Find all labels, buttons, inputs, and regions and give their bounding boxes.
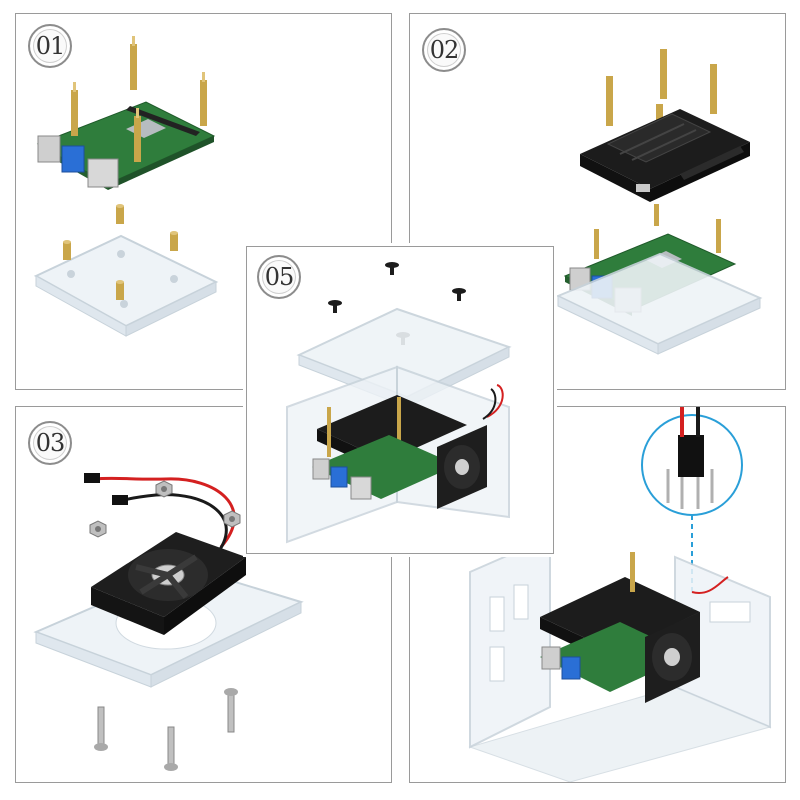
acrylic-plate-icon (555, 252, 763, 355)
step-03-number: 03 (35, 429, 66, 457)
step-01-number: 01 (35, 32, 66, 60)
step-02-number: 02 (429, 36, 460, 64)
step-01-panel: 01 (15, 13, 392, 390)
step-05-panel: 05 (246, 246, 554, 554)
step-03-illustration (33, 473, 304, 771)
step-03-badge: 03 (28, 421, 72, 465)
fan-icon (645, 612, 700, 703)
step-05-badge: 05 (257, 255, 301, 299)
brass-standoff-icon (594, 204, 721, 259)
step-05-number: 05 (264, 263, 295, 291)
raspberry-pi-board-icon (36, 101, 216, 190)
screw-icon (94, 688, 238, 771)
acrylic-plate-icon (33, 234, 219, 337)
step-01-illustration (33, 36, 219, 337)
brass-standoff-icon (71, 36, 207, 162)
raspberry-pi-board-icon (312, 435, 457, 500)
step-05-illustration (286, 262, 512, 544)
step-02-badge: 02 (422, 28, 466, 72)
pin-header-callout-icon (641, 407, 743, 592)
battery-holder-board-icon (580, 109, 750, 202)
step-02-illustration (555, 49, 763, 355)
step-01-badge: 01 (28, 24, 72, 68)
brass-standoff-icon (63, 204, 178, 300)
fan-icon (91, 532, 246, 635)
nut-icon (89, 480, 241, 538)
acrylic-plate-icon (468, 535, 772, 782)
fan-icon (437, 425, 487, 509)
step-04-illustration (468, 407, 772, 782)
